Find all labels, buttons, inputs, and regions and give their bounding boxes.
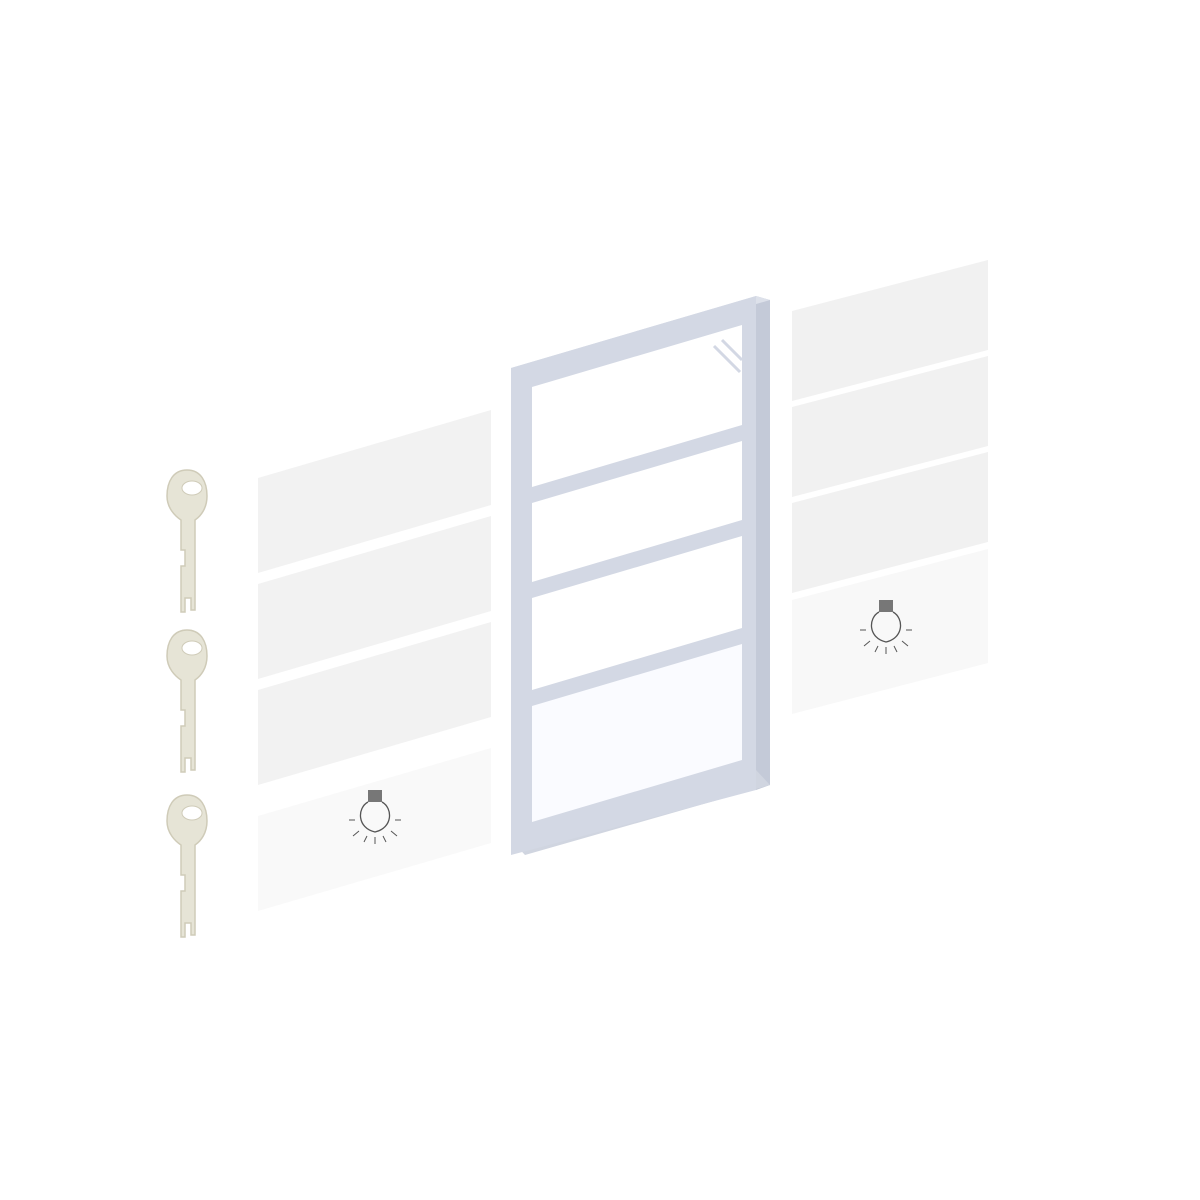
left-label-set — [258, 410, 491, 911]
frame-slot-4 — [532, 644, 742, 822]
left-label-2 — [258, 516, 491, 679]
right-label-2 — [792, 356, 988, 497]
label-frame — [511, 296, 770, 855]
frame-slot-3 — [532, 536, 742, 690]
left-label-1 — [258, 410, 491, 573]
right-label-1 — [792, 260, 988, 401]
light-bulb-icon — [860, 600, 912, 654]
key-icon — [166, 629, 208, 773]
key-icon — [166, 794, 208, 938]
frame-slot-1 — [532, 325, 742, 487]
frame-corner-mark — [720, 338, 744, 362]
key-set — [166, 469, 208, 938]
right-label-set — [792, 260, 988, 714]
left-label-3 — [258, 622, 491, 785]
frame-side-edge — [756, 296, 770, 790]
right-label-4 — [792, 549, 988, 714]
light-bulb-icon — [349, 790, 401, 844]
key-icon — [166, 469, 208, 613]
right-label-3 — [792, 452, 988, 593]
frame-slot-2 — [532, 441, 742, 582]
left-label-4 — [258, 748, 491, 911]
frame-corner-mark — [712, 344, 742, 374]
